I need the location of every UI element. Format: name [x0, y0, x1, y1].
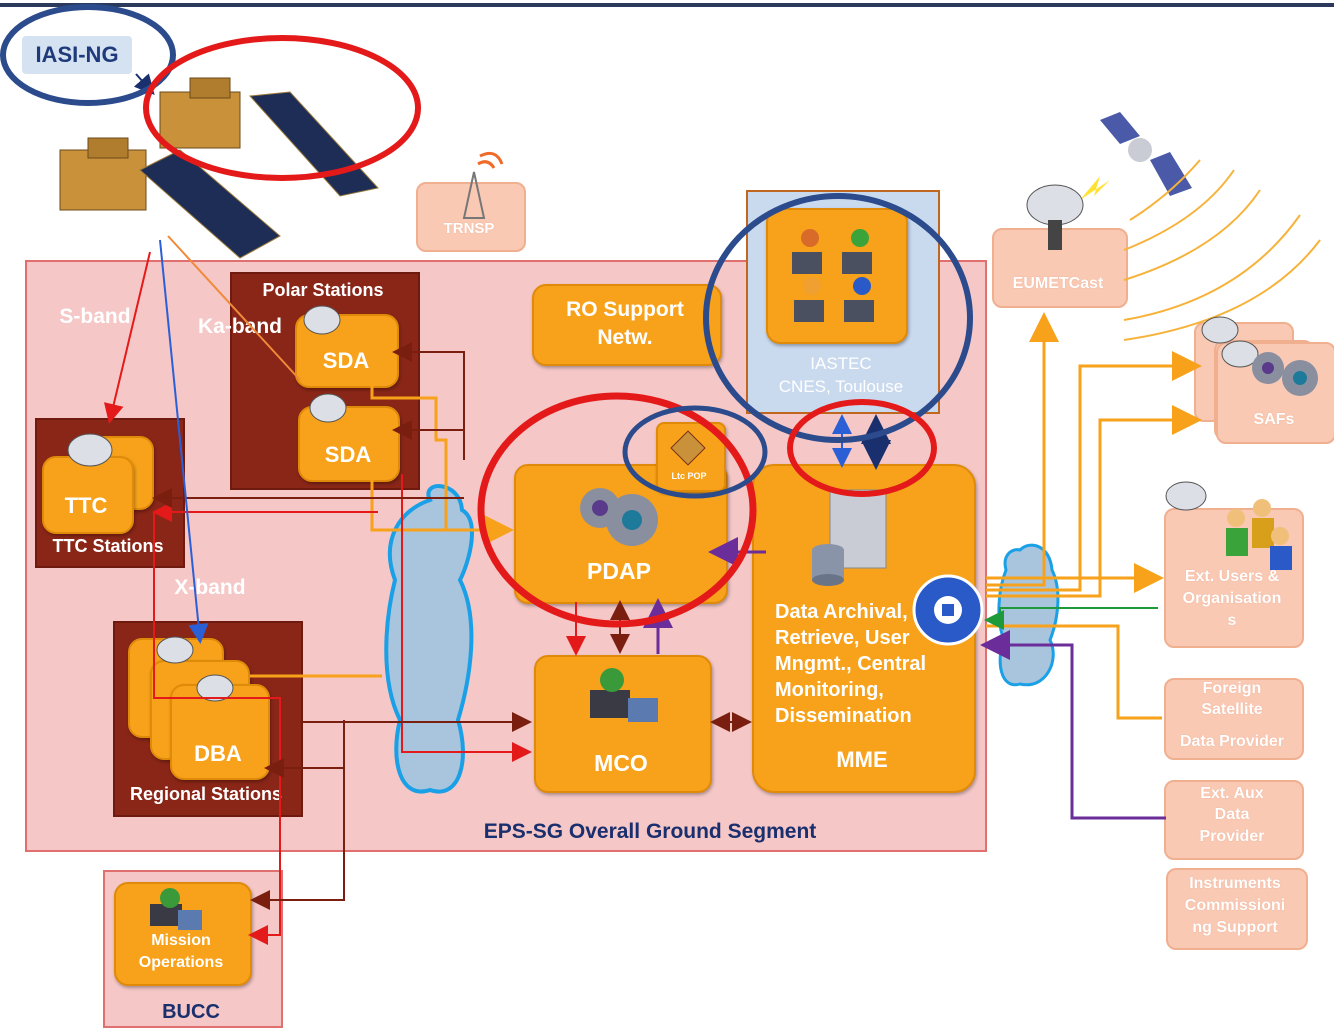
purple-links	[643, 537, 1166, 820]
ltcpop-label: Ltc POP	[671, 471, 707, 481]
highlight-links	[787, 399, 937, 497]
trnsp-label: TRNSP	[443, 220, 495, 237]
ro-support-line1: RO Support	[566, 298, 684, 321]
ro-support-line2: Netw.	[597, 326, 653, 349]
safs-label: SAFs	[1253, 411, 1295, 428]
ext-users-line3: s	[1227, 612, 1237, 629]
operators-box[interactable]	[766, 208, 908, 344]
antenna-dish-icon	[67, 305, 1259, 702]
pdap-label: PDAP	[587, 558, 651, 584]
satellite-icon	[59, 137, 281, 259]
mco-box[interactable]	[534, 655, 712, 793]
aux-line2: Data	[1214, 806, 1250, 823]
aux-line3: Provider	[1199, 828, 1265, 845]
mme-desc4: Monitoring,	[775, 679, 884, 701]
iasi-ng-badge[interactable]	[22, 36, 132, 74]
highlight-iasi-ng	[0, 4, 176, 106]
mme-desc3: Mngmt., Central	[775, 653, 927, 675]
bucc-line2: Operations	[138, 954, 224, 971]
satellite-icon	[1100, 112, 1192, 196]
s-band-label: S-band	[59, 305, 131, 328]
signal-bolt-icon	[1080, 176, 1110, 200]
sda-label-2: SDA	[324, 442, 372, 467]
comm-line3: ng Support	[1192, 919, 1278, 936]
top-rule	[0, 3, 1334, 7]
highlight-ltcpop	[622, 405, 768, 499]
ext-users-line1: Ext. Users &	[1184, 568, 1280, 585]
iastec-line1: IASTEC	[810, 354, 872, 373]
globe-computer-icon	[150, 668, 658, 930]
mco-label: MCO	[594, 750, 648, 776]
cloud-icon	[384, 484, 474, 794]
mme-label: MME	[836, 747, 888, 772]
highlight-satellite	[143, 35, 421, 181]
server-icon	[812, 489, 887, 586]
commissioning-box[interactable]	[1166, 868, 1308, 950]
foreign-satellite-box[interactable]	[1164, 678, 1304, 760]
foreign-line2: Satellite	[1201, 701, 1263, 718]
sda-box-2[interactable]	[298, 406, 400, 482]
antenna-dish-icon	[1026, 184, 1084, 250]
network-hub-icon	[912, 574, 984, 646]
x-band-label: X-band	[174, 576, 246, 599]
bucc-line1: Mission	[151, 932, 211, 949]
regional-stations-title: Regional Stations	[129, 784, 282, 804]
bucc-title: BUCC	[162, 1001, 220, 1023]
green-link	[984, 607, 1158, 630]
ttc-stations-title: TTC Stations	[52, 536, 164, 556]
ka-band-label: Ka-band	[198, 315, 282, 338]
broadcast-waves	[1123, 159, 1321, 341]
comm-line1: Instruments	[1189, 875, 1281, 892]
sda-label-1: SDA	[322, 348, 370, 373]
highlight-pdap	[477, 392, 757, 628]
dba-label: DBA	[194, 741, 242, 766]
mme-desc1: Data Archival,	[775, 601, 908, 623]
foreign-line3: Data Provider	[1179, 733, 1285, 750]
operators-icon	[792, 229, 874, 322]
aux-line1: Ext. Aux	[1200, 785, 1264, 802]
ro-support-box[interactable]	[532, 284, 722, 366]
foreign-line1: Foreign	[1202, 680, 1262, 697]
gear-icon	[580, 352, 1318, 546]
iasi-ng-label: IASI-NG	[35, 42, 119, 67]
segment-title: EPS-SG Overall Ground Segment	[483, 820, 817, 843]
radio-tower-icon	[462, 151, 504, 219]
mme-desc2: Retrieve, User	[775, 627, 910, 649]
users-icon	[1226, 499, 1292, 570]
comm-line2: Commissioni	[1184, 897, 1286, 914]
chip-icon	[670, 430, 706, 466]
maroon-links	[152, 342, 752, 910]
mme-desc5: Dissemination	[775, 705, 912, 727]
polar-stations-title: Polar Stations	[262, 280, 384, 300]
iastec-line2: CNES, Toulouse	[778, 377, 904, 396]
ttc-label: TTC	[64, 493, 108, 518]
cloud-icon	[997, 543, 1060, 687]
ext-users-line2: Organisation	[1182, 590, 1282, 607]
highlight-iastec	[703, 193, 973, 443]
x-band-link	[159, 239, 209, 644]
ext-aux-box[interactable]	[1164, 780, 1304, 860]
orange-links	[167, 235, 1202, 720]
eumetcast-label: EUMETCast	[1012, 275, 1104, 292]
red-links	[103, 251, 586, 945]
